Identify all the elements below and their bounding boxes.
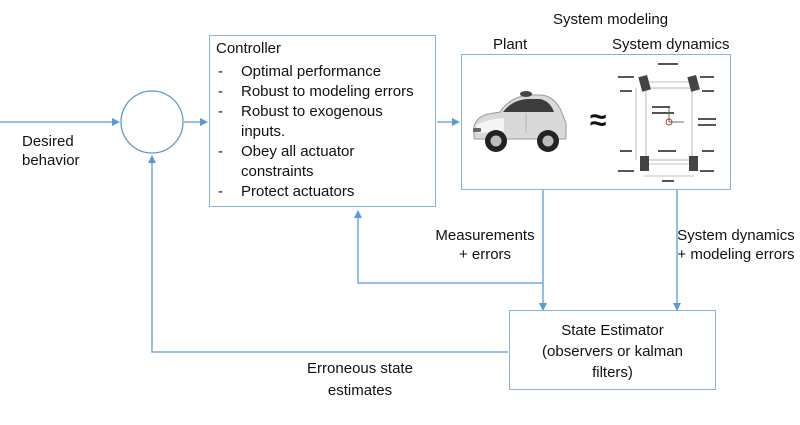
measurements-errors-label: Measurements + errors <box>435 227 535 263</box>
state-estimator-box: State Estimator (observers or kalman fil… <box>509 310 716 390</box>
desired-behavior-label: Desired behavior <box>22 133 80 169</box>
system-modeling-box: ≈ <box>461 54 731 190</box>
state-estimator-text: State Estimator (observers or kalman fil… <box>542 322 683 381</box>
requirement-robust-modeling: Robust to modeling errors <box>216 82 414 102</box>
plant-label: Plant <box>493 36 528 53</box>
summing-junction <box>120 90 184 154</box>
requirement-protect-actuators: Protect actuators <box>216 182 414 202</box>
controller-requirements-list: Optimal performance Robust to modeling e… <box>216 62 414 202</box>
erroneous-estimates-label: Erroneous state estimates <box>307 360 413 399</box>
measurement-feedback-line <box>354 210 543 284</box>
requirement-optimal-performance: Optimal performance <box>216 62 414 82</box>
vehicle-dynamics-schematic-image <box>618 63 716 182</box>
system-modeling-title: System modeling <box>553 11 669 28</box>
controller-box: Controller Optimal performance Robust to… <box>209 35 436 207</box>
approx-symbol: ≈ <box>590 104 607 137</box>
self-driving-car-image <box>473 91 567 152</box>
system-dynamics-label: System dynamics <box>612 36 730 53</box>
dynamics-modeling-errors-label: System dynamics + modeling errors <box>677 227 795 263</box>
controller-title: Controller <box>216 40 282 57</box>
state-estimate-feedback-line <box>148 155 508 353</box>
